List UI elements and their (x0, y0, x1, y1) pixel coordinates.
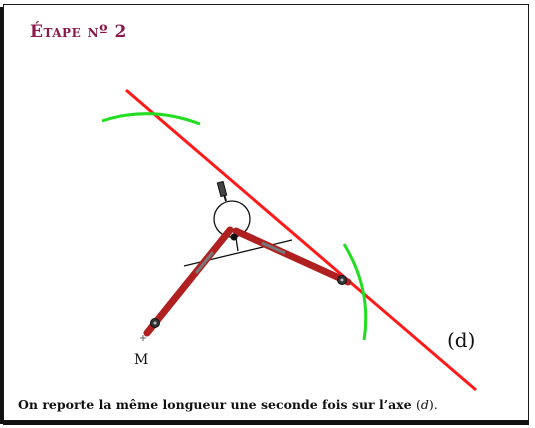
caption-math-open: ( (415, 397, 421, 412)
compass-screw-right-center (340, 278, 344, 282)
compass-handle-grip (216, 180, 228, 198)
compass-arm-left-detail (194, 251, 215, 274)
axis-line-d (125, 88, 477, 392)
compass-arm-right-detail (261, 241, 286, 255)
caption-math-close: ). (428, 397, 438, 412)
caption-text: On reporte la même longueur une seconde … (18, 397, 416, 412)
compass-arm-left (143, 226, 234, 337)
caption: On reporte la même longueur une seconde … (18, 397, 438, 412)
compass-screw-left-center (153, 321, 157, 325)
compass-pencil (235, 237, 239, 252)
point-label: M (134, 352, 148, 368)
figure-frame (3, 4, 529, 421)
page-title: Étape nº 2 (30, 22, 127, 42)
point-m-marker (140, 335, 146, 341)
compass-arc-right (342, 243, 368, 341)
compass-hinge (230, 233, 238, 241)
compass-arc-top (101, 112, 201, 126)
compass-arm-right (232, 227, 352, 286)
axis-label: (d) (447, 328, 475, 352)
caption-math-var: d (420, 397, 429, 412)
compass (143, 180, 352, 337)
